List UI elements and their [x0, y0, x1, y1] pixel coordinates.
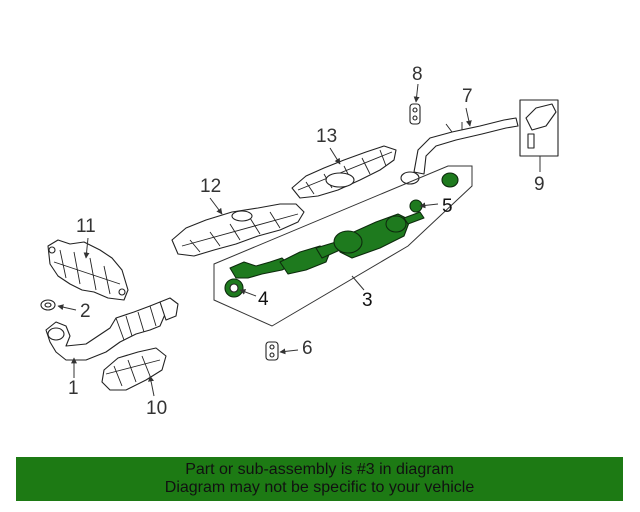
part-6-hanger[interactable]: [265, 341, 279, 361]
leader-lines: [57, 83, 541, 397]
callout-9: 9: [534, 174, 545, 195]
callout-3: 3: [362, 290, 373, 311]
callout-12: 12: [200, 176, 221, 197]
part-5-hanger-rubber[interactable]: [409, 172, 459, 213]
part-4-hanger-rubber[interactable]: [224, 278, 244, 298]
part-2-gasket[interactable]: [40, 299, 56, 311]
part-10-heat-shield[interactable]: [101, 347, 167, 391]
callout-labels: 11 2 1 10 12 13 7 8 9 6 4 5 3: [68, 64, 545, 419]
callout-4: 4: [258, 289, 269, 310]
part-7-tail-pipe[interactable]: [400, 117, 519, 185]
part-3-group-outline: [213, 165, 473, 327]
part-8-hanger[interactable]: [409, 103, 421, 125]
info-banner: Part or sub-assembly is #3 in diagram Di…: [16, 457, 623, 501]
callout-7: 7: [462, 86, 473, 107]
part-3-muffler-assembly[interactable]: [213, 165, 473, 327]
callout-10: 10: [146, 398, 167, 419]
part-11-exhaust-manifold[interactable]: [47, 239, 129, 301]
part-13-heat-shield[interactable]: [291, 145, 397, 199]
callout-5: 5: [442, 196, 453, 217]
callout-2: 2: [80, 301, 91, 322]
banner-line-2: Diagram may not be specific to your vehi…: [164, 479, 475, 496]
part-12-heat-shield[interactable]: [171, 203, 305, 257]
callout-8: 8: [412, 64, 423, 85]
part-9-pipe-finisher[interactable]: [519, 99, 559, 157]
banner-line-1: Part or sub-assembly is #3 in diagram: [185, 461, 454, 478]
callout-13: 13: [316, 126, 337, 147]
callout-6: 6: [302, 338, 313, 359]
part-1-front-pipe[interactable]: [45, 297, 179, 361]
callout-1: 1: [68, 378, 79, 399]
callout-11: 11: [76, 216, 96, 237]
